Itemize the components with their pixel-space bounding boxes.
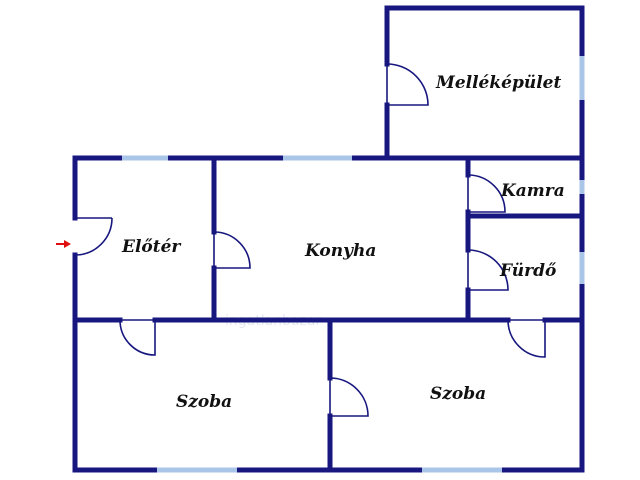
windows: [122, 56, 585, 473]
door-pantry: [467, 174, 506, 213]
door-bedroom-left: [119, 319, 156, 356]
room-label-szoba-right: Szoba: [430, 384, 486, 404]
door-kitchen: [213, 231, 251, 269]
room-label-kamra: Kamra: [500, 181, 565, 201]
room-labels: Melléképület Kamra Előtér Konyha Fürdő S…: [121, 73, 565, 412]
door-entrance: [74, 217, 113, 256]
door-annex: [386, 63, 429, 106]
door-bedroom-right-top: [507, 319, 546, 358]
room-label-eloter: Előtér: [121, 237, 181, 257]
door-bathroom: [467, 249, 509, 291]
room-label-mellekepulet: Melléképület: [435, 73, 561, 93]
room-label-szoba-left: Szoba: [176, 392, 232, 412]
doors: [74, 63, 546, 417]
room-label-konyha: Konyha: [304, 241, 376, 261]
room-label-furdo: Fürdő: [499, 261, 557, 281]
door-between-bedrooms: [329, 377, 369, 417]
arrow-right-icon: [56, 240, 71, 248]
